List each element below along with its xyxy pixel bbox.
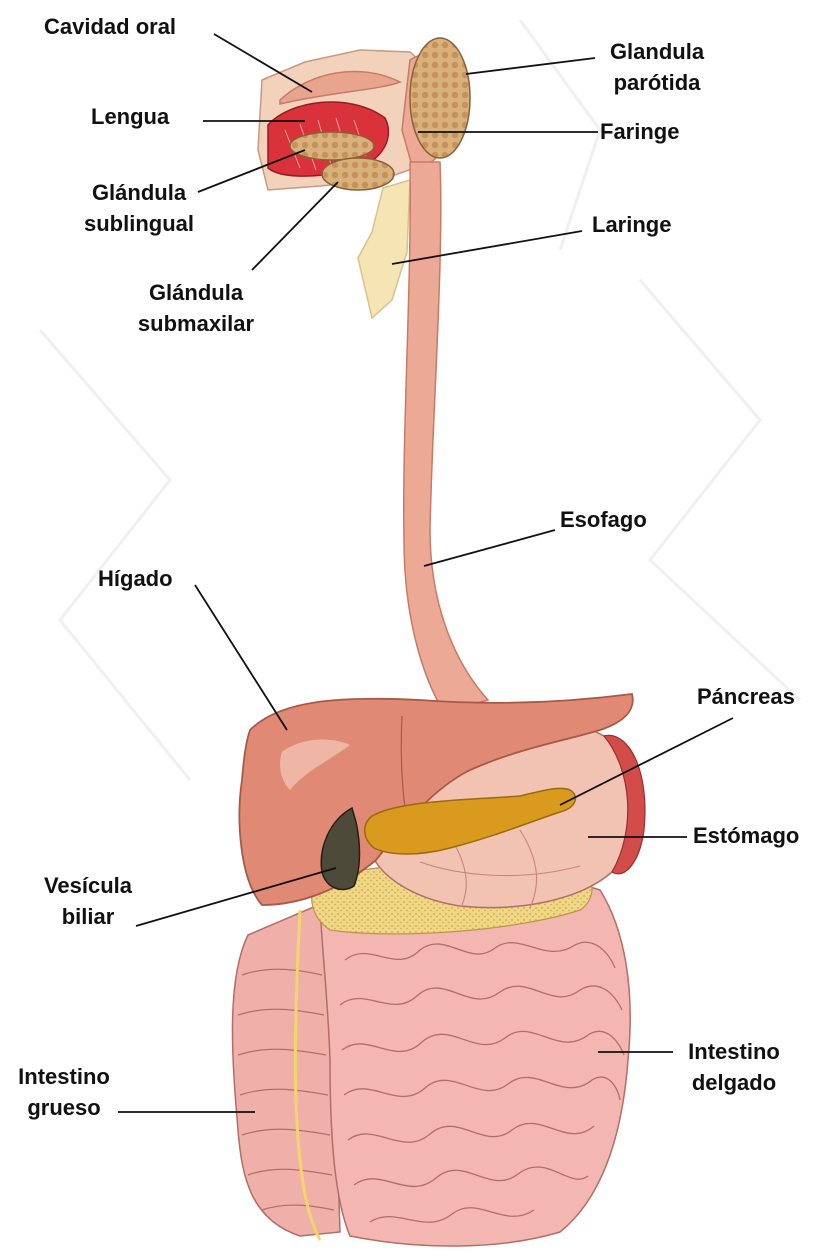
parotid-gland-shape	[410, 38, 470, 158]
label-glandula-submaxilar: Glándula submaxilar	[120, 277, 272, 339]
label-glandula-parotida-line1: Glandula	[596, 36, 718, 67]
label-glandula-parotida-line2: parótida	[596, 67, 718, 98]
leader-glandula-submaxilar	[252, 182, 338, 270]
label-intestino-grueso: Intestino grueso	[8, 1061, 120, 1123]
label-glandula-sublingual: Glándula sublingual	[68, 177, 210, 239]
label-glandula-sublingual-line1: Glándula	[68, 177, 210, 208]
label-laringe: Laringe	[592, 209, 671, 240]
leader-glandula-parotida	[466, 58, 595, 74]
label-intestino-grueso-line1: Intestino	[8, 1061, 120, 1092]
label-estomago: Estómago	[693, 820, 799, 851]
label-glandula-sublingual-line2: sublingual	[68, 208, 210, 239]
label-pancreas: Páncreas	[697, 681, 795, 712]
leader-esofago	[424, 530, 555, 566]
label-faringe: Faringe	[600, 116, 679, 147]
label-intestino-delgado-line2: delgado	[678, 1067, 790, 1098]
small-intestine-shape	[320, 879, 630, 1246]
label-intestino-delgado-line1: Intestino	[678, 1036, 790, 1067]
label-glandula-parotida: Glandula parótida	[596, 36, 718, 98]
submaxillary-gland-shape	[322, 158, 394, 190]
label-esofago: Esofago	[560, 504, 647, 535]
label-glandula-submaxilar-line1: Glándula	[120, 277, 272, 308]
larynx-shape	[358, 180, 410, 318]
label-higado: Hígado	[98, 563, 173, 594]
sublingual-gland-shape	[290, 132, 374, 160]
label-vesicula-biliar-line2: biliar	[38, 901, 138, 932]
label-intestino-delgado: Intestino delgado	[678, 1036, 790, 1098]
label-cavidad-oral: Cavidad oral	[44, 11, 176, 42]
label-vesicula-biliar-line1: Vesícula	[38, 870, 138, 901]
label-glandula-submaxilar-line2: submaxilar	[120, 308, 272, 339]
label-intestino-grueso-line2: grueso	[8, 1092, 120, 1123]
esophagus-shape	[404, 162, 488, 712]
label-vesicula-biliar: Vesícula biliar	[38, 870, 138, 932]
label-lengua: Lengua	[91, 101, 169, 132]
leader-higado	[195, 585, 287, 730]
